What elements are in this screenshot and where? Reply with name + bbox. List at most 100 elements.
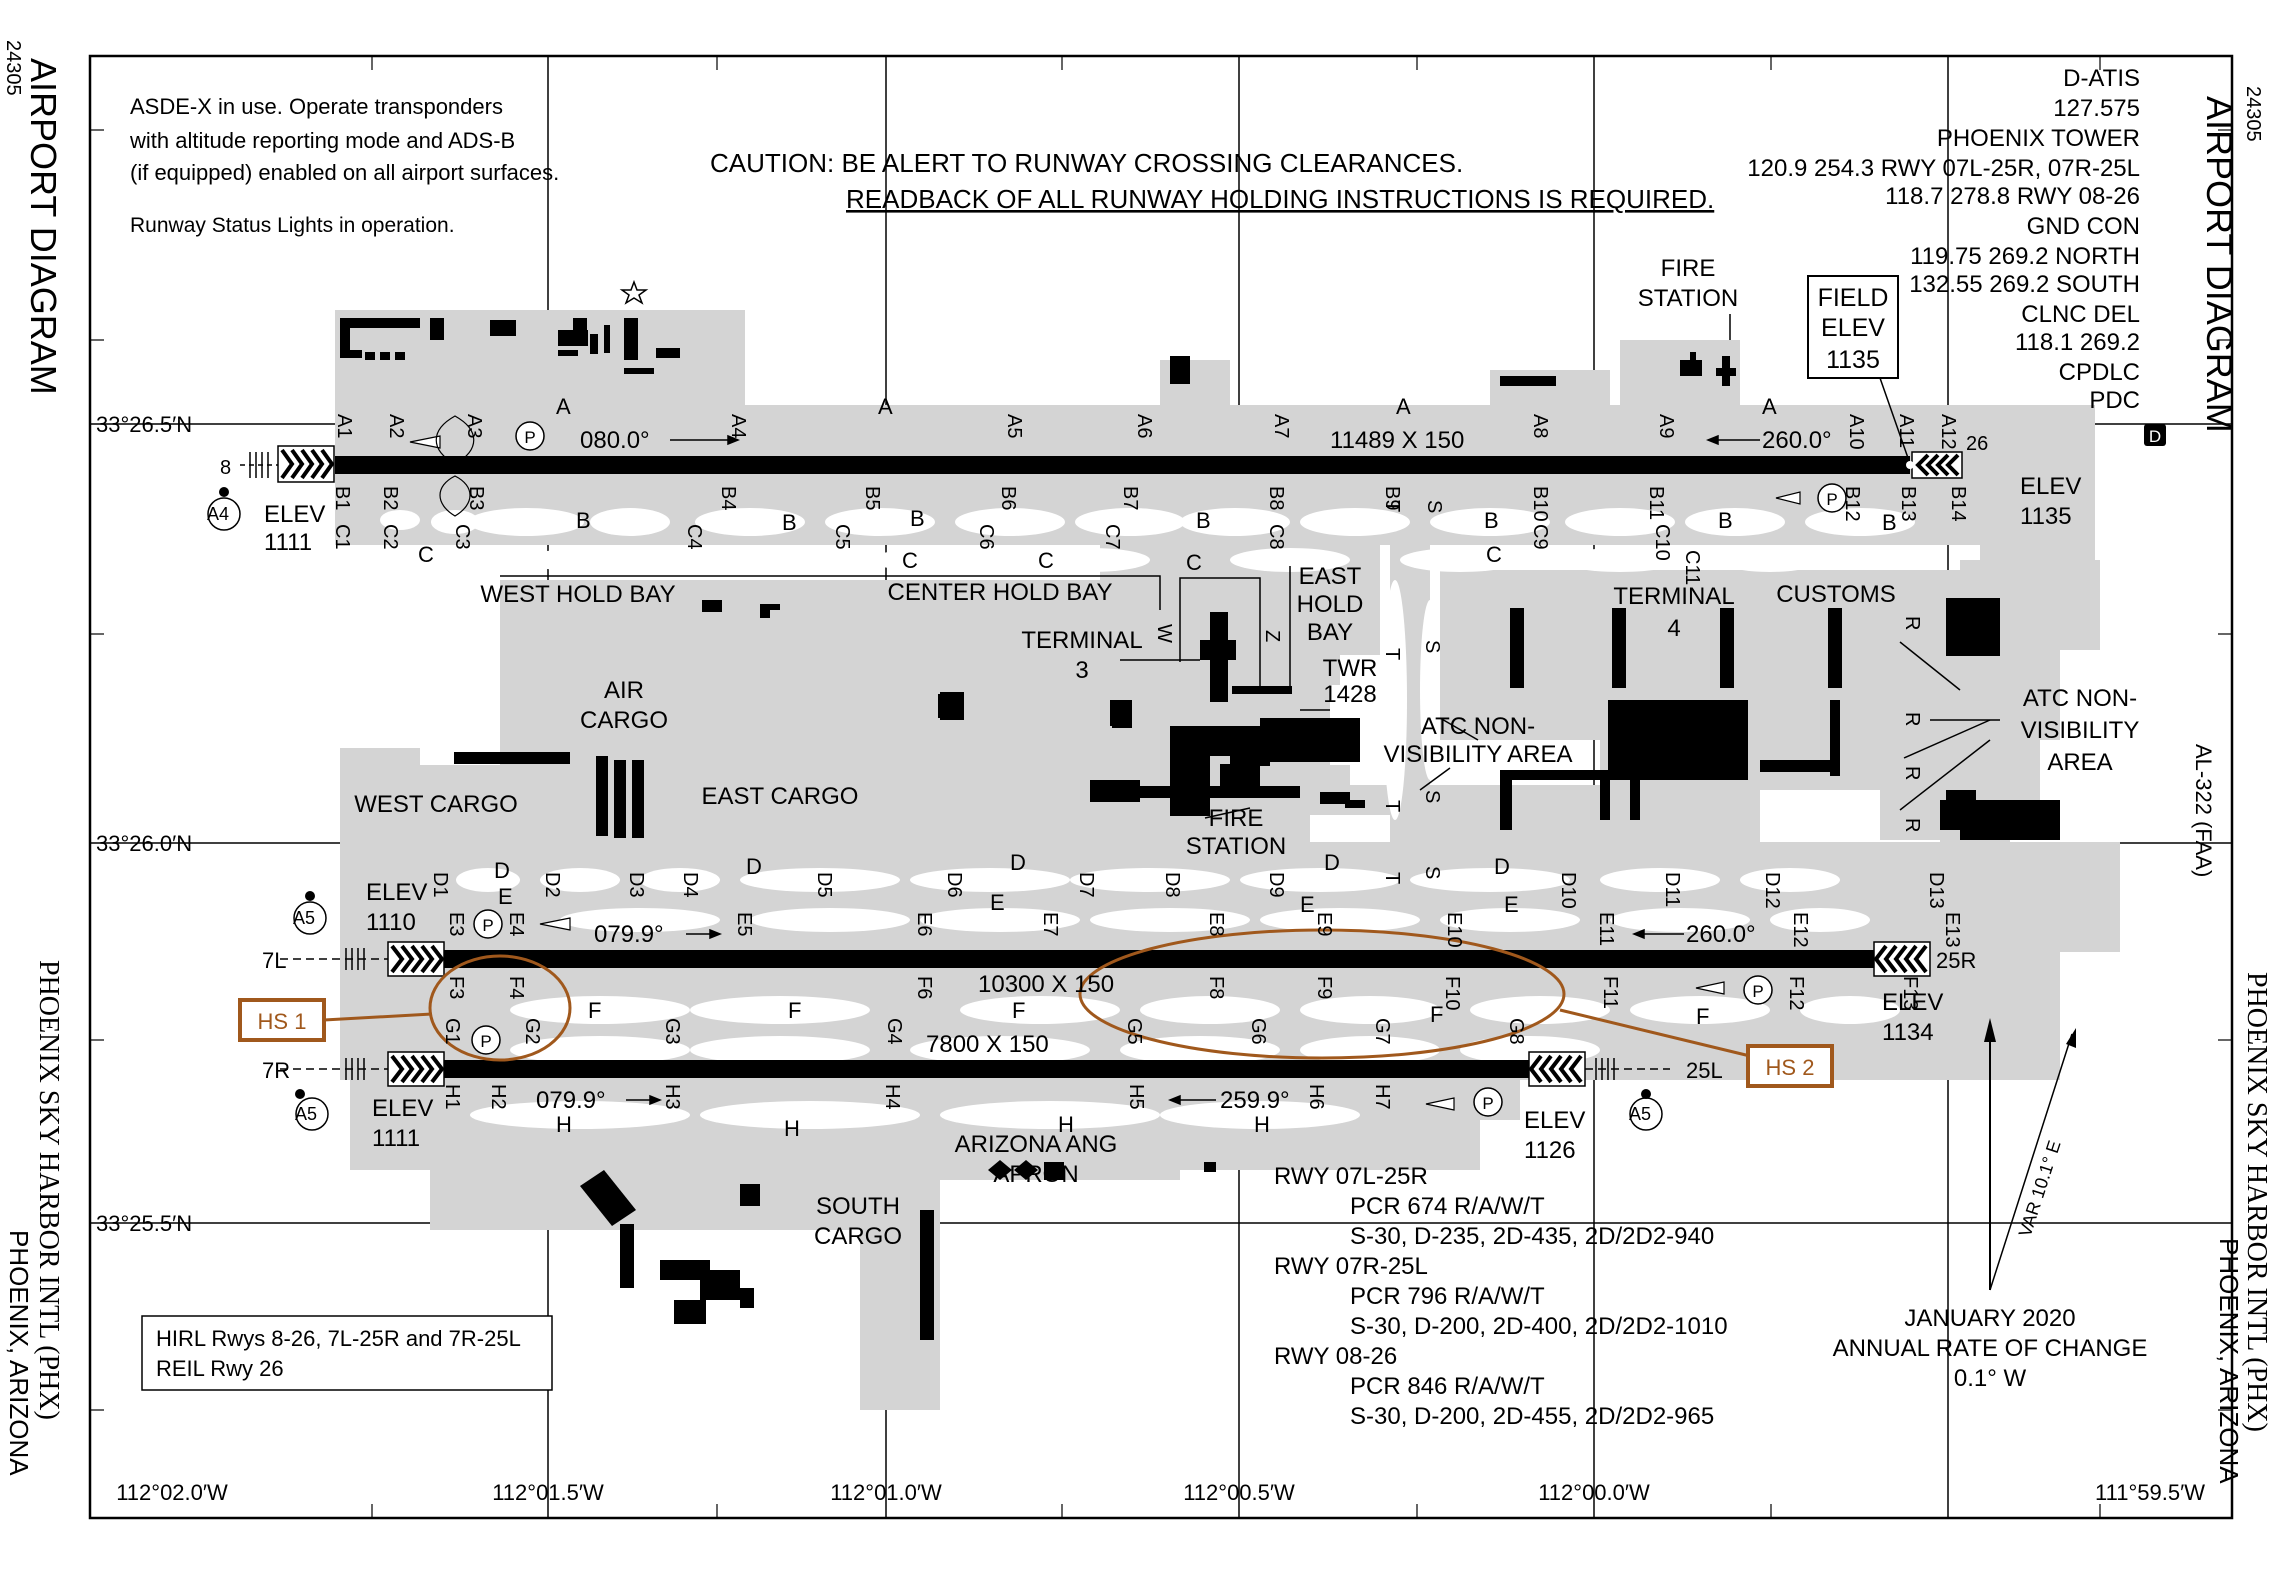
terminal3-label-1: TERMINAL: [1021, 627, 1142, 654]
freq-pdc: PDC: [2089, 387, 2140, 414]
twy-e-label: E: [1300, 892, 1315, 917]
center-hold-bay-label: CENTER HOLD BAY: [888, 579, 1113, 606]
rwy-25r-elev-label: ELEV: [1882, 989, 1943, 1016]
lon-59-5: 111°59.5′W: [2095, 1480, 2205, 1505]
rwy-26-elev-label: ELEV: [2020, 473, 2081, 500]
lon-02-0: 112°02.0′W: [116, 1480, 228, 1505]
rwy-7r-elev-label: ELEV: [372, 1095, 433, 1122]
svg-text:A5: A5: [293, 908, 315, 928]
rwy-08-heading: 080.0°: [580, 427, 650, 454]
taxiway-label-s: S: [1421, 866, 1443, 879]
field-elev-label-1: FIELD: [1818, 284, 1889, 312]
propeller-icon: [435, 415, 475, 517]
atc-nva-e-label-1: ATC NON-: [2023, 685, 2137, 712]
terminal3-label-2: 3: [1075, 657, 1088, 684]
pcr-07l-25r-title: RWY 07L-25R: [1274, 1163, 1428, 1190]
freq-gnd-label: GND CON: [2027, 213, 2140, 240]
svg-text:A5: A5: [1629, 1104, 1651, 1124]
taxiway-label-b8: B8: [1265, 486, 1287, 510]
taxiway-label-a3: A3: [463, 414, 485, 438]
taxiway-label-e4: E4: [505, 912, 527, 936]
twy-h-label: H: [1058, 1112, 1074, 1137]
taxiway-label-c5: C5: [831, 524, 853, 550]
var-date: JANUARY 2020: [1904, 1305, 2075, 1332]
taxiway-label-w: W: [1153, 624, 1175, 643]
taxiway-label-d5: D5: [813, 872, 835, 898]
freq-gnd-north: 119.75 269.2 NORTH: [1910, 243, 2140, 270]
taxiway-label-c4: C4: [683, 524, 705, 550]
rwy-25r-elev: 1134: [1882, 1019, 1934, 1046]
rwy-08-26-dims: 11489 X 150: [1330, 427, 1464, 454]
field-elevation-box: FIELD ELEV 1135: [1807, 275, 1909, 459]
taxiway-label-t: T: [1381, 800, 1403, 812]
fire-station-n-label-2: STATION: [1638, 285, 1738, 312]
lighting-note-2: REIL Rwy 26: [156, 1356, 284, 1381]
rwy-26-elev: 1135: [2020, 503, 2072, 530]
rwy-7l-elev: 1110: [366, 909, 416, 936]
lat-26-5: 33°26.5′N: [96, 412, 192, 437]
rwy-7l-elev-label: ELEV: [366, 879, 427, 906]
notes-block: ASDE-X in use. Operate transponders with…: [129, 94, 1714, 237]
atc-nva-w-label-1: ATC NON-: [1421, 713, 1535, 740]
fire-station-s-label-1: FIRE: [1209, 805, 1264, 832]
twy-c-label: C: [1038, 548, 1054, 573]
taxiway-label-d4: D4: [679, 872, 701, 898]
caution-line-2: READBACK OF ALL RUNWAY HOLDING INSTRUCTI…: [846, 184, 1714, 214]
west-cargo-label: WEST CARGO: [354, 791, 518, 818]
twy-c-label: C: [1186, 550, 1202, 575]
taxiway-label-f4: F4: [505, 976, 527, 999]
field-elev-label-2: ELEV: [1821, 314, 1885, 342]
taxiway-label-b1: B1: [331, 486, 353, 510]
taxiway-label-a11: A11: [1895, 414, 1917, 448]
twr-label: TWR: [1323, 655, 1378, 682]
taxiway-label-h1: H1: [441, 1084, 463, 1110]
taxiway-label-h7: H7: [1371, 1084, 1393, 1110]
taxiway-label-r: R: [1901, 818, 1923, 832]
twy-b-label: B: [1484, 508, 1499, 533]
taxiway-label-b11: B11: [1645, 486, 1667, 520]
taxiway-label-e7: E7: [1039, 912, 1061, 936]
approach-a5-icon: A5: [293, 891, 327, 935]
svg-text:P: P: [524, 428, 535, 447]
rwy-7l-heading: 079.9°: [594, 921, 664, 948]
taxiway-label-b3: B3: [465, 486, 487, 510]
atc-nva-e-label-3: AREA: [2047, 749, 2112, 776]
rwy-7r-25l-dims: 7800 X 150: [926, 1031, 1049, 1058]
freq-atis: 127.575: [2053, 95, 2140, 122]
freq-clnc-label: CLNC DEL: [2021, 301, 2140, 328]
heading-arrows: [626, 434, 1760, 1106]
taxiway-label-a5: A5: [1003, 414, 1025, 438]
fire-station-s-label-2: STATION: [1186, 833, 1286, 860]
hotspots: [323, 928, 1751, 1062]
svg-text:P: P: [1826, 490, 1837, 509]
caution-line-1: CAUTION: BE ALERT TO RUNWAY CROSSING CLE…: [710, 148, 1463, 178]
twy-e-label: E: [498, 884, 513, 909]
twy-b-label: B: [1196, 508, 1211, 533]
taxiway-label-a6: A6: [1133, 414, 1155, 438]
d-badge: D: [2144, 424, 2166, 446]
rwy-25l-elev-label: ELEV: [1524, 1107, 1585, 1134]
rwy-07l-25r-labels: 079.9° 10300 X 150 260.0° 7L 25R ELEV 11…: [262, 879, 1976, 1046]
taxiway-label-h6: H6: [1305, 1084, 1327, 1110]
east-hold-bay-label-3: BAY: [1307, 619, 1353, 646]
taxiway-label-s: S: [1423, 500, 1445, 513]
parking-p-icon: P: [1473, 1087, 1503, 1117]
hotspot-hs2[interactable]: HS 2: [1746, 1044, 1834, 1088]
freq-tower-1: 120.9 254.3 RWY 07L-25R, 07R-25L: [1747, 155, 2140, 182]
var-rate: 0.1° W: [1954, 1365, 2027, 1392]
taxiway-label-d1: D1: [429, 872, 451, 898]
taxiway-label-c2: C2: [379, 524, 401, 550]
hotspot-hs1[interactable]: HS 1: [238, 998, 326, 1042]
taxiway-label-c11: C11: [1681, 550, 1703, 585]
twy-c-label: C: [418, 542, 434, 567]
air-cargo-label-1: AIR: [604, 677, 644, 704]
arizona-ang-label-2: APRON: [993, 1161, 1078, 1188]
taxiway-label-d7: D7: [1075, 872, 1097, 898]
runway-07r-25l: [280, 1051, 1670, 1087]
taxiway-label-e9: E9: [1313, 912, 1335, 936]
rwy-25r-end: 25R: [1936, 948, 1976, 973]
